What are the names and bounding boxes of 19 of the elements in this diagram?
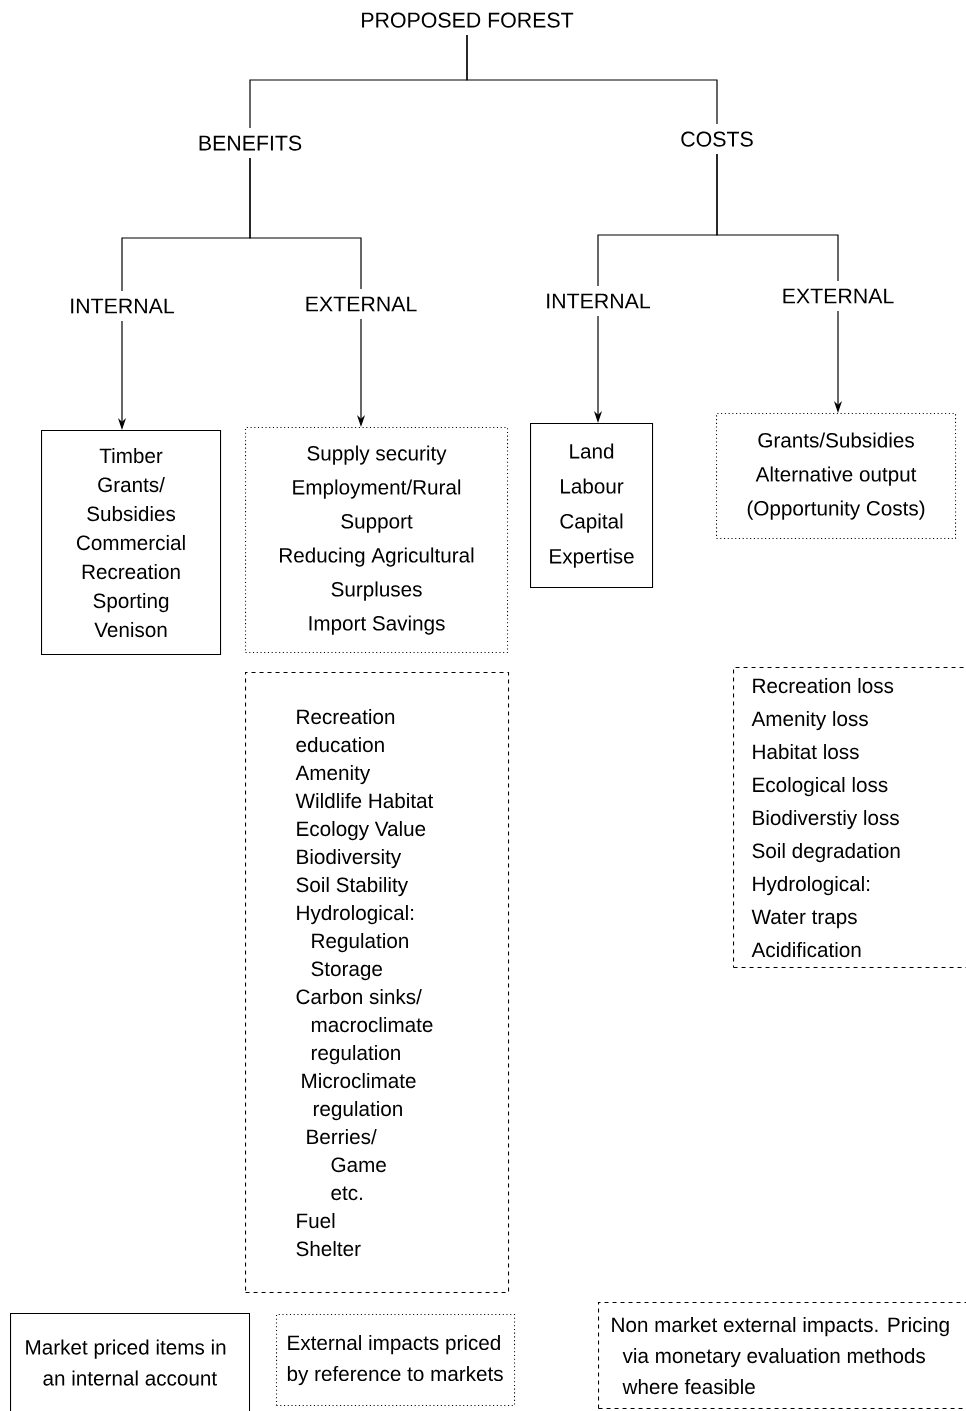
connector-line [466, 34, 718, 125]
item-list-box: Non market external impacts. Pricing via monetary evaluation methods where feasible [598, 1302, 966, 1410]
connector-line [716, 153, 839, 282]
connector-line [249, 157, 362, 290]
category-label: EXTERNAL [783, 288, 894, 304]
category-label: INTERNAL [547, 293, 651, 309]
category-label: PROPOSED FOREST [362, 12, 574, 28]
item-list-box: Timber Grants/ Subsidies Commercial Recreation Sporting Venison [41, 430, 222, 656]
category-label: COSTS [681, 131, 753, 147]
item-list-box: Recreation loss Amenity loss Habitat loss Ecological loss Biodiverstiy loss Soil degradation Hydrological: Water traps Acidification [733, 667, 966, 969]
category-label: INTERNAL [71, 298, 175, 314]
item-list-box: External impacts priced by reference to markets [276, 1314, 516, 1407]
category-label: EXTERNAL [306, 296, 417, 312]
item-list-box: Supply security Employment/Rural Support Reducing Agricultural Surpluses Import Savings [245, 427, 509, 654]
item-list-box: Recreation education Amenity Wildlife Habitat Ecology Value Biodiversity Soil Stability Hydrological: Regulation Storage Carbon sinks/ macroclimate regulation Microclimate regulation Berries/ Game etc. Fuel Shelter [245, 672, 510, 1294]
item-list-box: Market priced items in an internal account [10, 1313, 251, 1411]
category-label: BENEFITS [199, 135, 302, 151]
item-list-box: Grants/Subsidies Alternative output (Opportunity Costs) [716, 413, 957, 540]
item-list-box: Land Labour Capital Expertise [530, 423, 654, 589]
